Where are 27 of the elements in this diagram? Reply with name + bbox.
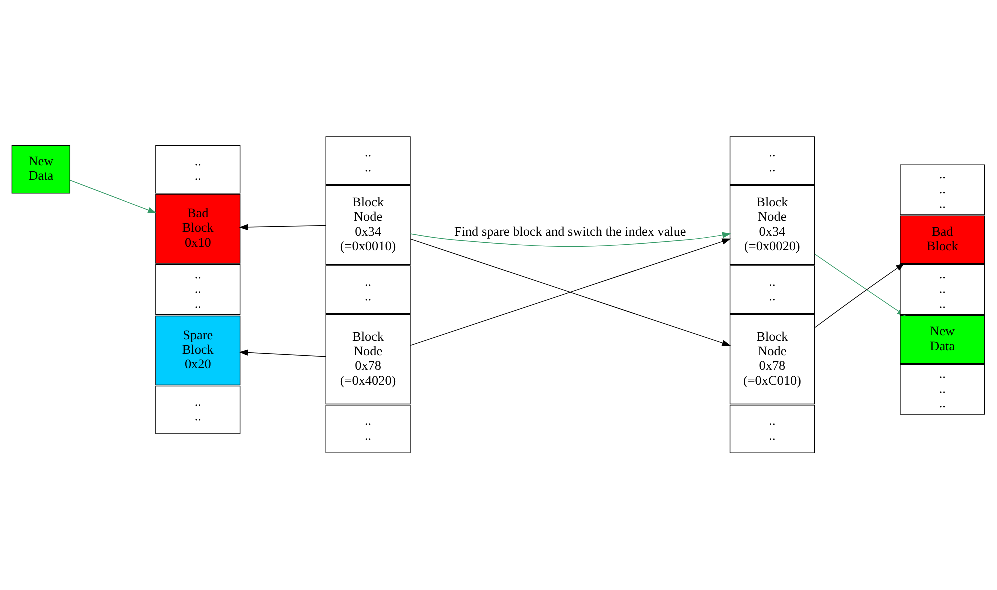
arrow [239,350,326,358]
node-box: Bad Block 0x10 [156,194,241,264]
node-box: .. .. [730,405,815,454]
edge-label: Find spare block and switch the index value [454,224,686,239]
node-box: New Data [12,145,71,194]
node-box: Block Node 0x78 (=0xC010) [730,314,815,405]
arrow [410,232,732,248]
arrow [70,180,157,214]
node-box: .. .. .. [900,164,986,216]
node-box: .. .. .. [900,364,986,415]
node-box: .. .. [156,386,241,434]
node-box: .. .. [730,136,815,185]
node-box: .. .. [730,266,815,314]
arrow [410,238,732,346]
node-box: .. .. [326,266,411,314]
node-box: .. .. .. [156,264,241,316]
node-box: Block Node 0x78 (=0x4020) [326,314,411,405]
node-box: .. .. .. [900,264,986,316]
node-box: Block Node 0x34 (=0x0010) [326,185,411,266]
node-box: .. .. [326,405,411,454]
node-box: New Data [900,316,986,364]
node-box: Block Node 0x34 (=0x0020) [730,185,815,266]
arrow [239,224,326,230]
node-box: Bad Block [900,216,986,264]
node-box: .. .. [326,136,411,185]
node-box: .. .. [156,145,241,194]
node-box: Spare Block 0x20 [156,316,241,386]
